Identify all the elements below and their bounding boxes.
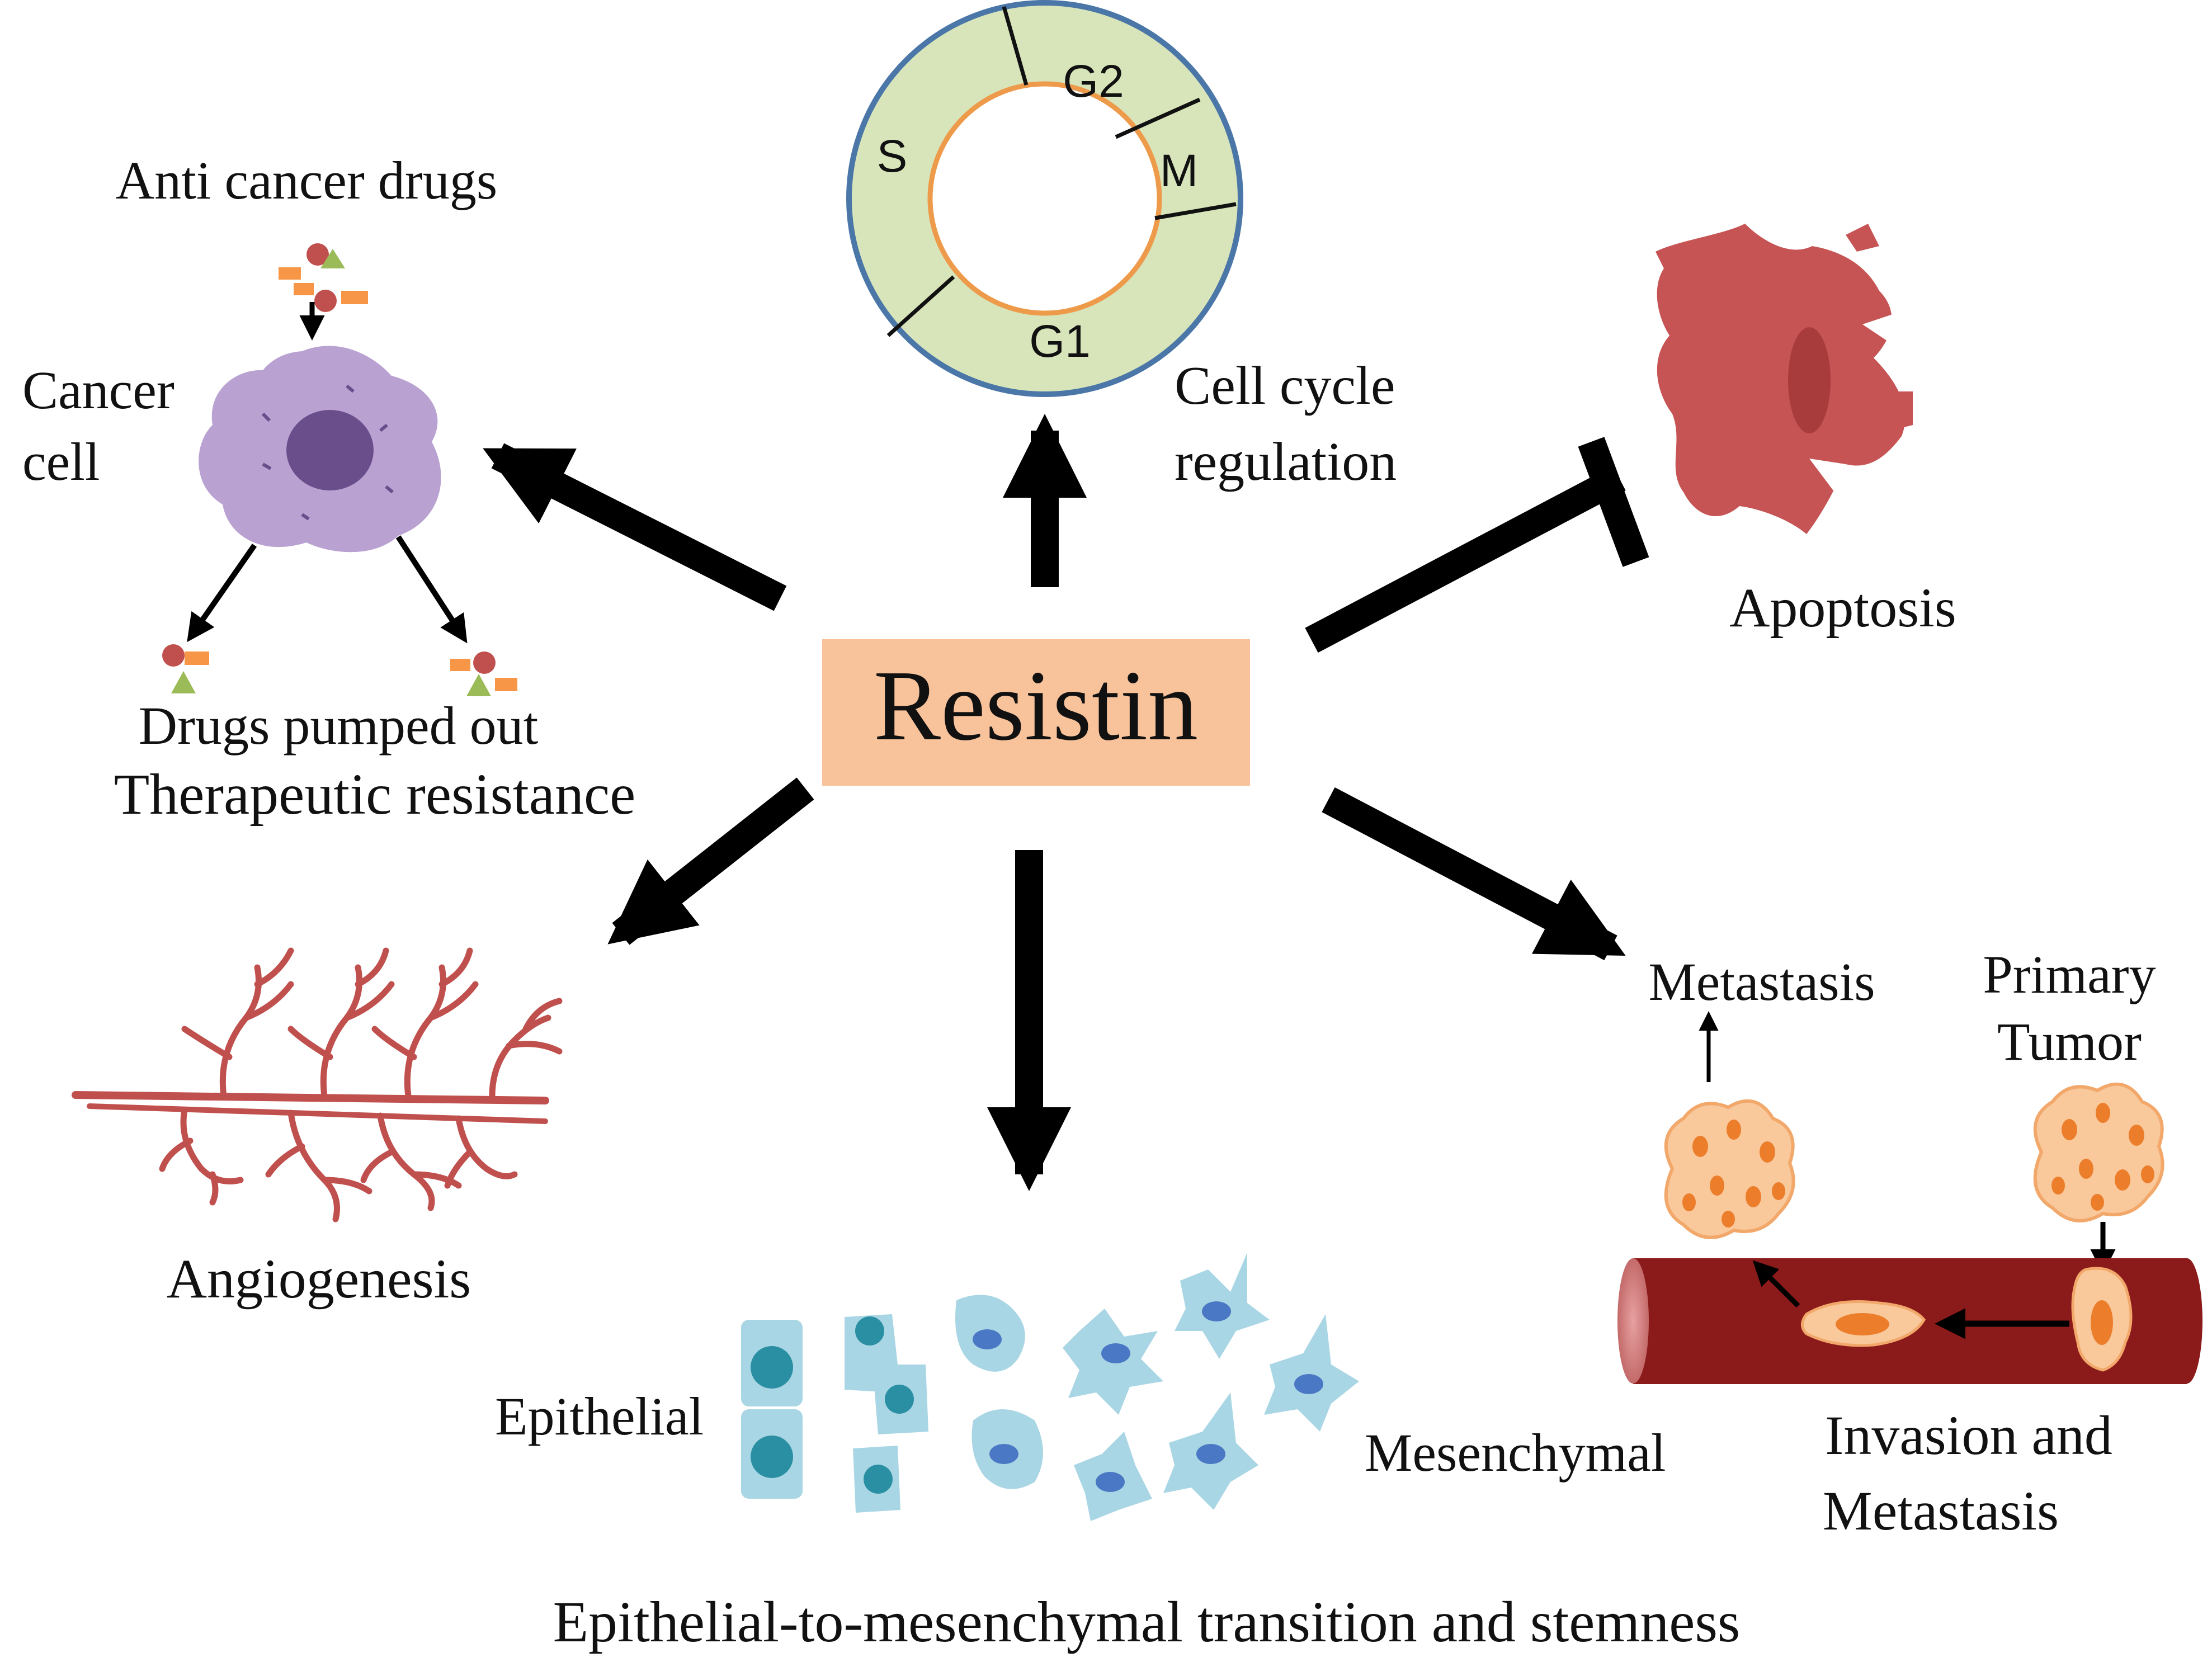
phase-m-label: M [1160, 145, 1198, 196]
resistin-box [822, 639, 1250, 786]
primary-tumor-label-line2: Tumor [1997, 1012, 2142, 1071]
cell-cycle-caption-line2: regulation [1175, 432, 1397, 492]
pumped-drugs-right-icon [450, 651, 517, 696]
inhibit-line-to-apoptosis [1305, 465, 1626, 653]
emt-caption: Epithelial-to-mesenchymal transition and… [553, 1590, 1741, 1654]
arrow-to-angiogenesis [607, 777, 814, 945]
cell-cycle: G2 M S G1 [846, 0, 1243, 397]
primary-tumor-icon [2033, 1082, 2164, 1222]
resistin-node: Resistin [822, 639, 1250, 786]
pumped-drugs-left-icon [162, 644, 209, 693]
mesenchymal-label: Mesenchymal [1365, 1423, 1666, 1483]
epithelial-label: Epithelial [495, 1386, 704, 1446]
inhibit-bar-apoptosis [1578, 437, 1649, 567]
drugs-pumped-out-label: Drugs pumped out [139, 696, 539, 756]
angiogenesis-vessels-icon [72, 947, 563, 1222]
resistin-label: Resistin [874, 650, 1198, 761]
phase-s-label: S [877, 131, 908, 182]
phase-divider [1115, 97, 1201, 139]
cancer-cell-label-line1: Cancer [22, 360, 174, 420]
metastatic-tumor-icon [1664, 1099, 1795, 1239]
cancer-cell-nucleus [286, 410, 374, 490]
apoptosis-label: Apoptosis [1729, 577, 1956, 639]
therapeutic-resistance-label: Therapeutic resistance [114, 762, 636, 827]
metastasis-label: Metastasis [1648, 952, 1875, 1012]
phase-divider [886, 275, 955, 337]
phase-g2-label: G2 [1063, 56, 1124, 107]
invading-tumor-cells-icon [1801, 1267, 2133, 1372]
phase-divider [1002, 6, 1029, 86]
anti-cancer-drugs-label: Anti cancer drugs [116, 150, 497, 210]
cell-cycle-inner-ring [927, 81, 1162, 316]
cancer-cell-icon [199, 346, 441, 553]
emt-cells-icon [741, 1253, 1359, 1521]
phase-g1-label: G1 [1029, 316, 1090, 367]
phase-divider [1154, 202, 1237, 220]
extravasation-arrow [1752, 1260, 1800, 1308]
angiogenesis-label: Angiogenesis [167, 1248, 471, 1310]
arrow-to-cancer-cell [483, 443, 787, 611]
drug-molecules-icon [279, 243, 368, 312]
invasion-label-line2: Metastasis [1823, 1480, 2059, 1542]
apoptotic-cell-icon [1656, 224, 1913, 534]
cell-cycle-caption-line1: Cell cycle [1175, 356, 1395, 416]
apoptotic-nucleus [1788, 327, 1831, 433]
efflux-arrow-right [395, 535, 468, 644]
arrow-to-metastasis [1322, 787, 1626, 961]
main-arrows [483, 414, 1649, 1191]
cancer-cell-label-line2: cell [22, 432, 100, 492]
invasion-label-line1: Invasion and [1825, 1404, 2112, 1466]
primary-tumor-label-line1: Primary [1983, 945, 2156, 1004]
efflux-arrow-left [187, 544, 257, 643]
